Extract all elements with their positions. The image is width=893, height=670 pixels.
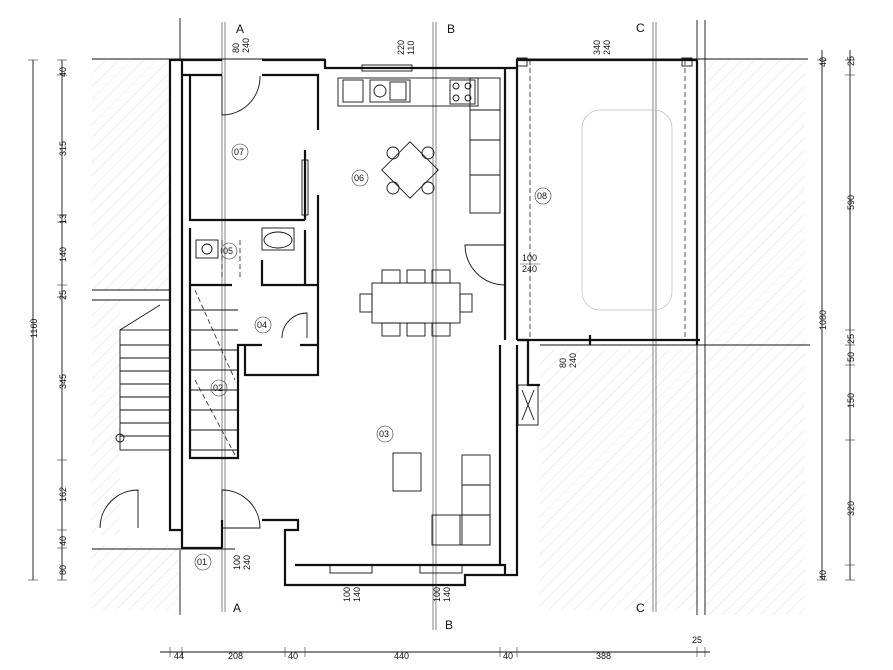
right-dim-590: 590: [846, 195, 856, 210]
section-a-top: A: [236, 22, 244, 36]
windows: [329, 64, 463, 574]
left-dim-13: 13: [58, 214, 68, 224]
room-03-label: 03: [379, 429, 389, 439]
kitchen-window-height: 110: [406, 41, 416, 55]
left-dim-162: 162: [58, 487, 68, 502]
left-dimensions: 1160 40 315 13 140 25 345 162 40 80: [28, 59, 68, 581]
left-dim-40a: 40: [58, 67, 68, 77]
bottom-dimensions: 44 208 40 440 40 388 25: [160, 635, 710, 661]
section-c-bottom: C: [636, 601, 645, 615]
garage-area: [516, 57, 693, 340]
bottom-dim-208: 208: [228, 651, 243, 661]
living-furniture: [392, 384, 539, 546]
right-total-dim: 1080: [818, 310, 828, 330]
room-06-label: 06: [354, 173, 364, 183]
bottom-dim-40b: 40: [503, 651, 513, 661]
garage-door-height: 240: [522, 264, 537, 274]
left-dim-25: 25: [58, 290, 68, 300]
opening-annotations: 80 240 220 110 340 240 100 240 80 240 10…: [231, 38, 612, 602]
section-b-top: B: [447, 22, 455, 36]
section-markers: A B C A B C: [233, 21, 645, 632]
room-08-label: 08: [537, 191, 547, 201]
kitchen-window-width: 220: [396, 40, 406, 55]
room-07-label: 07: [234, 147, 244, 157]
exterior-hatching: [92, 60, 805, 615]
garage-top-width: 340: [592, 40, 602, 55]
left-dim-40b: 40: [58, 536, 68, 546]
staircase: [115, 289, 238, 456]
section-a-bottom: A: [233, 601, 241, 615]
right-dim-40a: 40: [818, 57, 828, 67]
left-dim-345: 345: [58, 374, 68, 389]
left-total-dim: 1160: [29, 319, 39, 338]
bottom-dim-25: 25: [692, 635, 702, 645]
window2-width: 100: [432, 587, 442, 602]
o07-height: 240: [241, 38, 251, 53]
dining-table: [359, 269, 473, 337]
garage-door-width: 100: [522, 253, 537, 263]
right-dim-320: 320: [846, 501, 856, 516]
room-05-label: 05: [223, 246, 233, 256]
room-01-label: 01: [197, 557, 207, 567]
bottom-dim-40a: 40: [288, 651, 298, 661]
site-lines: [92, 18, 810, 630]
right-dim-150: 150: [846, 393, 856, 408]
right-dim-40b: 40: [818, 570, 828, 580]
right-dimensions: 40 1080 40 25 590 25 50 150 320: [817, 50, 856, 581]
kitchen-table: [381, 141, 439, 199]
o07-width: 80: [231, 43, 241, 53]
room-02-label: 02: [213, 383, 223, 393]
window1-height: 140: [352, 587, 362, 602]
section-b-bottom: B: [445, 618, 453, 632]
right-dim-25a: 25: [846, 56, 856, 66]
section-c-top: C: [636, 21, 645, 35]
bottom-dim-44: 44: [174, 651, 184, 661]
bottom-dim-388: 388: [596, 651, 611, 661]
side-door-height: 240: [568, 353, 578, 368]
doors: [99, 75, 506, 529]
window1-width: 100: [342, 587, 352, 602]
bottom-dim-440: 440: [394, 651, 409, 661]
walls: [168, 58, 700, 587]
entry-height: 240: [242, 555, 252, 570]
entry-width: 100: [232, 555, 242, 570]
room-04-label: 04: [257, 320, 267, 330]
left-dim-140: 140: [58, 247, 68, 262]
window2-height: 140: [442, 587, 452, 602]
room-labels: 07 06 08 05 04 02 03 01: [194, 143, 552, 571]
kitchen: [337, 77, 501, 214]
garage-top-height: 240: [602, 40, 612, 55]
right-dim-25b: 25: [846, 334, 856, 344]
side-door-width: 80: [558, 358, 568, 368]
left-dim-80: 80: [58, 565, 68, 575]
right-dim-50: 50: [846, 352, 856, 362]
bathroom: [195, 227, 295, 280]
left-dim-315: 315: [58, 141, 68, 156]
